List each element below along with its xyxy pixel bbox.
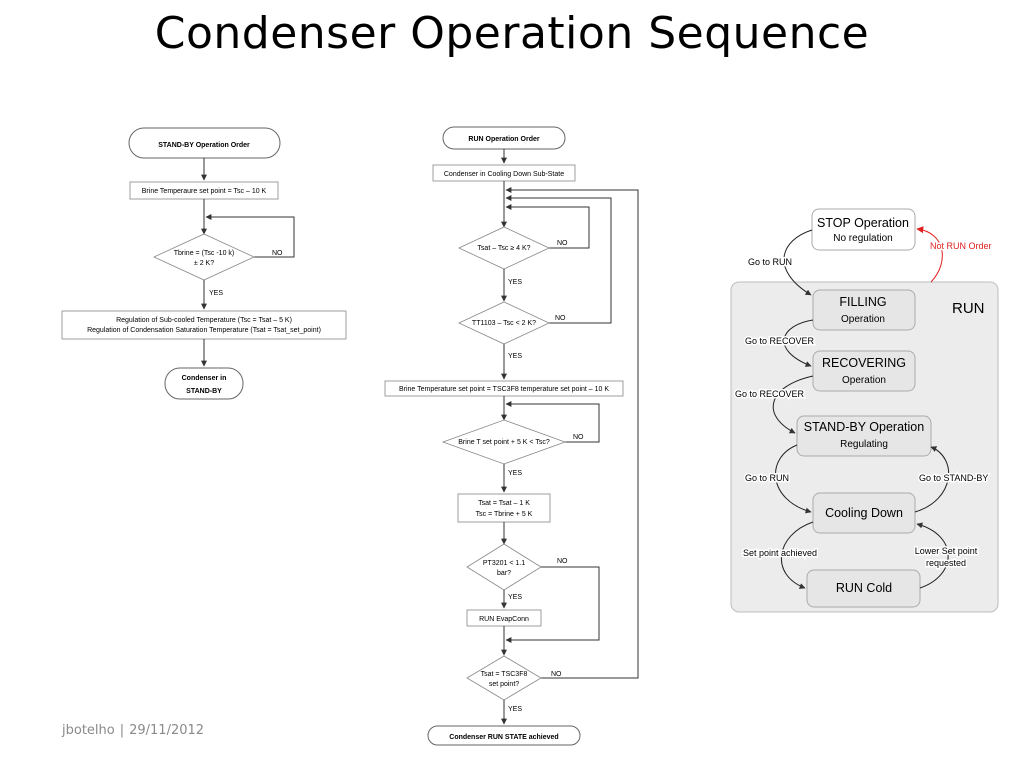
transition-go-to-run-top — [783, 229, 813, 296]
run-d4-no: NO — [557, 558, 568, 565]
run-decision-tt1103-label: TT1103 – Tsc < 2 K? — [472, 320, 536, 327]
standby-end-line2: STAND-BY — [186, 388, 222, 395]
standby-step-brine-setpoint-label: Brine Temperaure set point = Tsc – 10 K — [142, 188, 267, 195]
state-recovering-sub: Operation — [842, 375, 886, 386]
run-d3-yes: YES — [508, 470, 522, 477]
state-filling-name: FILLING — [839, 295, 886, 309]
transition-not-run-order — [916, 226, 943, 283]
run-end-label: Condenser RUN STATE achieved — [449, 734, 558, 741]
run-step-tsat-tsc — [457, 493, 551, 523]
run-step-tsat-line2: Tsc = Tbrine + 5 K — [476, 511, 533, 518]
run-step-brine-setpoint-label: Brine Temperature set point = TSC3F8 tem… — [399, 386, 609, 393]
transition-go-to-recover-1-label: Go to RECOVER — [745, 336, 815, 346]
transition-lower-set-point-line1: Lower Set point — [915, 546, 978, 556]
footer-date: 29/11/2012 — [129, 723, 205, 738]
transition-go-to-standby-label: Go to STAND-BY — [919, 473, 988, 483]
state-cooling-down — [812, 492, 916, 534]
transition-go-to-standby — [914, 446, 950, 513]
state-stop-name: STOP Operation — [817, 216, 909, 230]
standby-end-terminal — [164, 367, 244, 400]
standby-step-regulation-line1: Regulation of Sub-cooled Temperature (Ts… — [116, 317, 292, 324]
state-standby-name: STAND-BY Operation — [804, 420, 924, 434]
run-decision-tsat-tsc-label: Tsat – Tsc ≥ 4 K? — [477, 245, 530, 252]
run-group-label: RUN — [952, 300, 985, 317]
transition-set-point-achieved-label: Set point achieved — [743, 548, 817, 558]
state-standby — [796, 415, 932, 457]
run-d5-no: NO — [551, 671, 562, 678]
run-d1-no: NO — [557, 240, 568, 247]
footer-separator: | — [119, 723, 125, 738]
transition-go-to-recover-2 — [772, 375, 814, 434]
run-d2-no: NO — [555, 315, 566, 322]
run-start-label: RUN Operation Order — [468, 136, 539, 143]
standby-decision-line2: ± 2 K? — [194, 260, 214, 267]
run-decision-pt3201-line1: PT3201 < 1.1 — [483, 560, 525, 567]
standby-decision-yes: YES — [209, 290, 223, 297]
transition-go-to-recover-1 — [783, 319, 814, 367]
footer-author: jbotelho — [62, 723, 115, 738]
transition-lower-set-point-line2: requested — [926, 558, 966, 568]
run-d4-yes: YES — [508, 594, 522, 601]
run-decision-pt3201-line2: bar? — [497, 570, 511, 577]
run-d5-yes: YES — [508, 706, 522, 713]
state-run-cold — [806, 569, 921, 608]
run-step-cooling-substate-label: Condenser in Cooling Down Sub-State — [444, 171, 564, 178]
state-recovering-name: RECOVERING — [822, 356, 906, 370]
standby-step-regulation-line2: Regulation of Condensation Saturation Te… — [87, 327, 321, 334]
run-d1-yes: YES — [508, 279, 522, 286]
state-filling-sub: Operation — [841, 314, 885, 325]
transition-go-to-recover-2-label: Go to RECOVER — [735, 389, 805, 399]
slide-title: Condenser Operation Sequence — [154, 8, 870, 59]
transition-not-run-order-label: Not RUN Order — [930, 241, 992, 251]
state-recovering — [812, 350, 916, 392]
standby-start-label: STAND-BY Operation Order — [158, 142, 250, 149]
transition-lower-set-point — [916, 522, 949, 589]
run-decision-brine-t-label: Brine T set point + 5 K < Tsc? — [458, 439, 550, 446]
run-d2-yes: YES — [508, 353, 522, 360]
transition-go-to-run-bottom — [775, 444, 812, 514]
state-run-cold-name: RUN Cold — [836, 581, 892, 595]
run-decision-tsat-setpoint-line2: set point? — [489, 681, 519, 688]
state-stop — [811, 208, 916, 251]
state-cooling-down-name: Cooling Down — [825, 506, 903, 520]
run-step-evapconn-label: RUN EvapConn — [479, 616, 529, 623]
state-filling — [812, 289, 916, 331]
standby-end-line1: Condenser in — [182, 375, 227, 382]
run-step-tsat-line1: Tsat = Tsat – 1 K — [478, 500, 530, 507]
run-decision-tsat-setpoint-line1: Tsat = TSC3F8 — [481, 671, 528, 678]
run-end-terminal — [427, 725, 581, 746]
standby-decision-no: NO — [272, 250, 283, 257]
transition-set-point-achieved — [780, 521, 814, 589]
state-standby-sub: Regulating — [840, 439, 888, 450]
footer: jbotelho | 29/11/2012 — [62, 723, 204, 738]
standby-decision-line1: Tbrine = (Tsc -10 k) — [174, 250, 235, 257]
transition-go-to-run-top-label: Go to RUN — [748, 257, 792, 267]
run-d3-no: NO — [573, 434, 584, 441]
state-stop-sub: No regulation — [833, 233, 892, 244]
transition-go-to-run-bottom-label: Go to RUN — [745, 473, 789, 483]
